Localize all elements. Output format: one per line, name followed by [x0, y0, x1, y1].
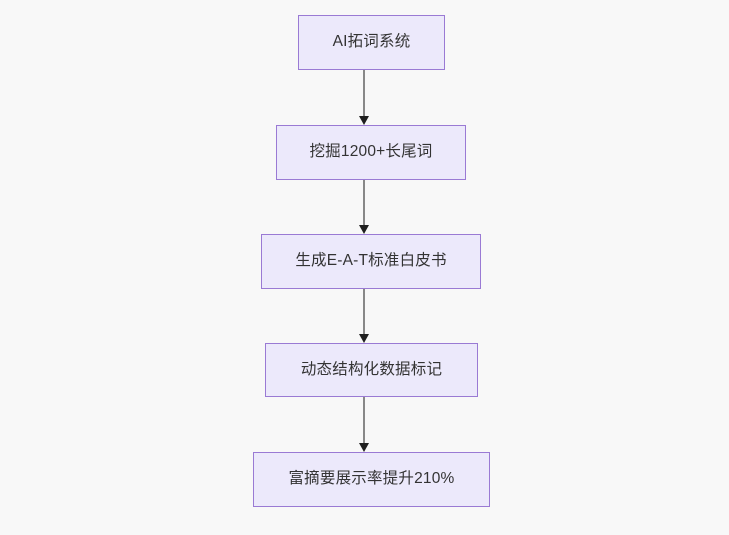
flow-connector-4 — [357, 397, 371, 452]
flow-node-label: AI拓词系统 — [332, 33, 411, 51]
flow-node-ai-keyword-system[interactable]: AI拓词系统 — [298, 15, 445, 70]
flow-node-label: 富摘要展示率提升210% — [288, 470, 455, 488]
flow-node-rich-snippet-result[interactable]: 富摘要展示率提升210% — [253, 452, 490, 507]
arrowhead-icon — [359, 443, 369, 452]
flow-node-label: 动态结构化数据标记 — [300, 360, 443, 378]
connector-line — [363, 397, 365, 444]
flow-connector-2 — [357, 180, 371, 234]
flow-node-generate-eat-whitepaper[interactable]: 生成E-A-T标准白皮书 — [261, 234, 481, 289]
arrowhead-icon — [359, 116, 369, 125]
arrowhead-icon — [359, 225, 369, 234]
arrowhead-icon — [359, 334, 369, 343]
flow-connector-3 — [357, 289, 371, 343]
connector-line — [363, 180, 365, 226]
connector-line — [363, 70, 365, 117]
flow-node-dynamic-structured-data[interactable]: 动态结构化数据标记 — [265, 343, 478, 397]
flow-connector-1 — [357, 70, 371, 125]
flow-node-mine-longtail-keywords[interactable]: 挖掘1200+长尾词 — [276, 125, 466, 180]
flow-node-label: 生成E-A-T标准白皮书 — [295, 252, 447, 270]
connector-line — [363, 289, 365, 335]
flow-node-label: 挖掘1200+长尾词 — [309, 143, 433, 161]
